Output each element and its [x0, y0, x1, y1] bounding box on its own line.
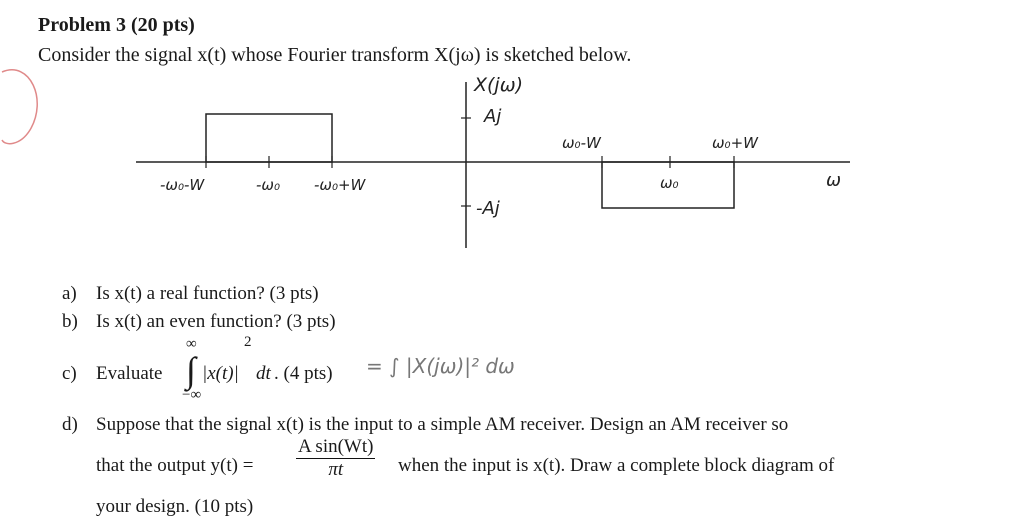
question-b-text: Is x(t) an even function? (3 pts) — [96, 311, 336, 332]
fraction-numerator: A sin(Wt) — [296, 436, 376, 459]
question-d-line3: your design. (10 pts) — [96, 496, 254, 517]
question-d-line2a: that the output y(t) = — [96, 455, 254, 476]
pos-label-low: ω₀-W — [562, 134, 601, 152]
neg-label-high: -ω₀+W — [314, 176, 366, 194]
problem-intro: Consider the signal x(t) whose Fourier t… — [38, 44, 632, 66]
question-c-points: . (4 pts) — [274, 363, 333, 384]
integral-sign: ∫ — [186, 350, 196, 390]
output-fraction: A sin(Wt) πt — [296, 436, 376, 481]
fraction-denominator: πt — [328, 459, 344, 480]
neg-label-low: -ω₀-W — [160, 176, 205, 194]
omega-axis-label: ω — [826, 170, 842, 191]
integral-integrand: |x(t)| — [202, 363, 239, 384]
pos-label-center: ω₀ — [660, 174, 679, 192]
question-d-label: d) — [62, 414, 78, 435]
fourier-sketch — [136, 82, 850, 248]
question-c-text: Evaluate — [96, 363, 163, 384]
negative-rect — [601, 161, 735, 209]
pencil-annotation: = ∫ |X(jω)|² dω — [366, 354, 515, 378]
question-c-label: c) — [62, 363, 77, 384]
y-axis-label: X(jω) — [474, 74, 524, 96]
margin-mark — [1, 69, 38, 145]
question-b-label: b) — [62, 311, 78, 332]
integral-dt: dt — [256, 363, 271, 384]
pos-label-high: ω₀+W — [712, 134, 758, 152]
integral-lower: −∞ — [182, 387, 202, 403]
question-d-line1: Suppose that the signal x(t) is the inpu… — [96, 414, 789, 435]
problem-title: Problem 3 (20 pts) — [38, 14, 195, 36]
neg-label-center: -ω₀ — [256, 176, 280, 194]
pos-amplitude-label: Aj — [484, 106, 502, 127]
positive-rect — [205, 113, 333, 163]
question-a-label: a) — [62, 283, 77, 304]
integral-exponent: 2 — [244, 334, 252, 350]
question-d-line2b: when the input is x(t). Draw a complete … — [398, 455, 835, 476]
integral-upper: ∞ — [186, 336, 197, 352]
question-a-text: Is x(t) a real function? (3 pts) — [96, 283, 319, 304]
neg-amplitude-label: -Aj — [476, 198, 500, 219]
